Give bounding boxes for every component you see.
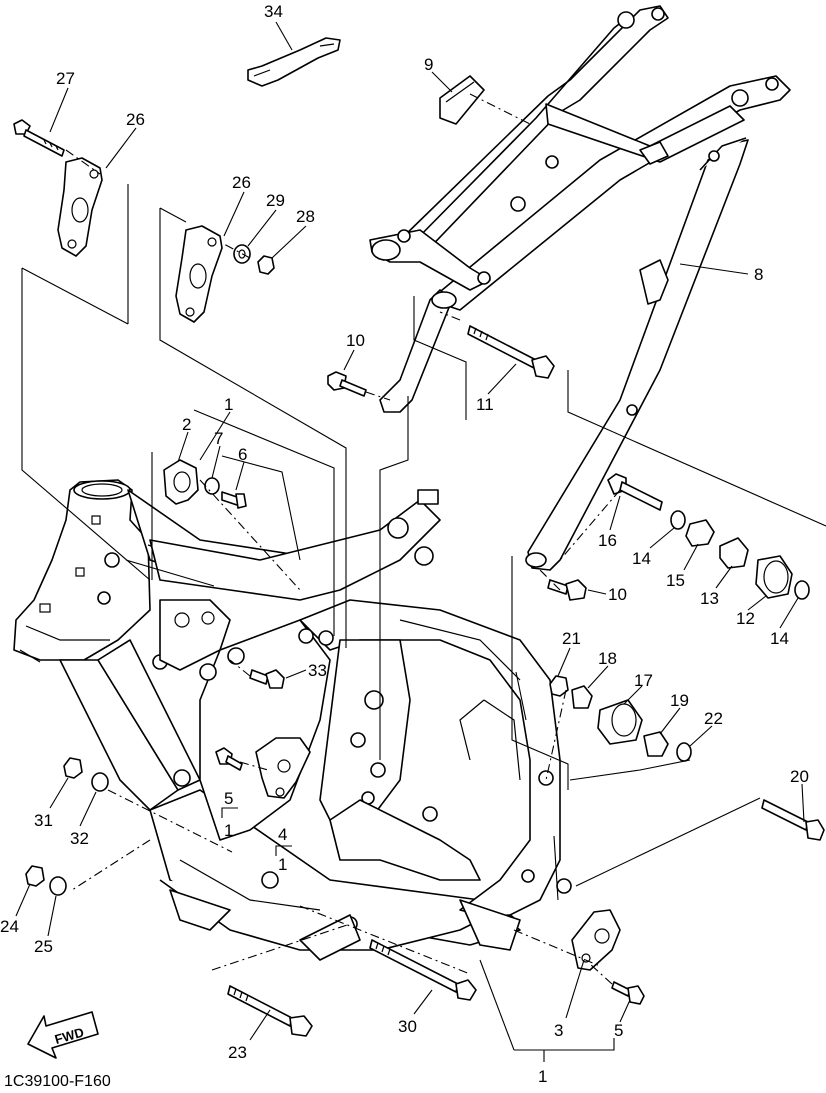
callout-1b: 1 (224, 821, 233, 840)
callout-23: 23 (228, 1043, 247, 1062)
bracket-26b (175, 225, 223, 323)
callout-5b: 5 (614, 1021, 623, 1040)
callout-10a: 10 (346, 331, 365, 350)
clamp-2 (163, 459, 199, 505)
callout-1d: 1 (538, 1067, 547, 1086)
washer-32 (91, 772, 109, 792)
callout-8: 8 (754, 265, 763, 284)
washer-14b (794, 580, 810, 600)
nut-21 (549, 675, 569, 697)
callout-7: 7 (214, 429, 223, 448)
callout-4: 4 (278, 825, 287, 844)
callout-24: 24 (0, 917, 19, 936)
bolt-10a (327, 371, 367, 397)
callout-11: 11 (476, 395, 494, 414)
callout-31: 31 (34, 811, 53, 830)
callout-21: 21 (562, 629, 581, 648)
callout-6: 6 (238, 445, 247, 464)
bolt-27 (13, 119, 65, 157)
callout-30: 30 (398, 1017, 417, 1036)
callout-29: 29 (266, 191, 285, 210)
callout-22: 22 (704, 709, 723, 728)
bolt-5b (611, 981, 645, 1005)
callout-15: 15 (666, 571, 685, 590)
nut-31 (63, 757, 83, 779)
leader-lines (21, 93, 826, 1062)
bolt-5a (215, 747, 243, 771)
bushing-17 (597, 699, 643, 745)
callout-9: 9 (424, 55, 433, 74)
callout-10b: 10 (608, 585, 627, 604)
callout-27: 27 (56, 69, 75, 88)
damper-9 (439, 75, 485, 125)
nut-28 (257, 255, 275, 275)
callout-26b: 26 (232, 173, 251, 192)
callout-25: 25 (34, 937, 53, 956)
washer-14a (670, 510, 686, 530)
callout-13: 13 (700, 589, 719, 608)
fwd-arrow-icon: FWD (27, 1011, 99, 1059)
collar-18 (571, 685, 593, 709)
callout-20: 20 (790, 767, 809, 786)
callout-16: 16 (598, 531, 617, 550)
main-frame (13, 479, 572, 961)
stay-34 (247, 37, 341, 87)
callout-19: 19 (670, 691, 689, 710)
bracket-3 (571, 909, 621, 971)
bolt-20 (761, 799, 825, 841)
collar-15 (685, 519, 715, 547)
washer-22 (676, 742, 692, 762)
rear-subframe (369, 5, 791, 571)
callout-3: 3 (554, 1021, 563, 1040)
callout-1c: 1 (278, 855, 287, 874)
callout-labels: 34 9 27 26 26 29 28 8 10 11 1 2 7 6 16 1… (0, 2, 809, 1086)
callout-14b: 14 (770, 629, 789, 648)
callout-17: 17 (634, 671, 653, 690)
bolt-16 (607, 473, 663, 511)
washer-7 (204, 477, 220, 495)
bushing-13 (719, 537, 749, 569)
callout-33: 33 (308, 661, 327, 680)
callout-18: 18 (598, 649, 617, 668)
nut-24 (25, 865, 45, 887)
bolt-33 (249, 669, 285, 689)
callout-14a: 14 (632, 549, 651, 568)
callout-leaders (15, 21, 805, 1041)
callout-26a: 26 (126, 110, 145, 129)
bushing-12 (755, 555, 793, 599)
callout-2: 2 (182, 415, 191, 434)
bolt-11 (467, 325, 555, 379)
callout-1a: 1 (224, 395, 233, 414)
bracket-26a (57, 157, 103, 257)
collar-19 (643, 731, 669, 757)
bolt-23 (227, 985, 313, 1037)
bracket-4 (255, 737, 311, 799)
diagram-code: 1C39100-F160 (4, 1073, 111, 1088)
callout-12: 12 (736, 609, 755, 628)
washer-25 (49, 876, 67, 896)
callout-34: 34 (264, 2, 283, 21)
bolt-6 (221, 491, 247, 509)
bolt-30 (369, 939, 477, 1001)
bolt-10b (547, 579, 587, 601)
callout-5a: 5 (224, 789, 233, 808)
callout-28: 28 (296, 207, 315, 226)
callout-32: 32 (70, 829, 89, 848)
